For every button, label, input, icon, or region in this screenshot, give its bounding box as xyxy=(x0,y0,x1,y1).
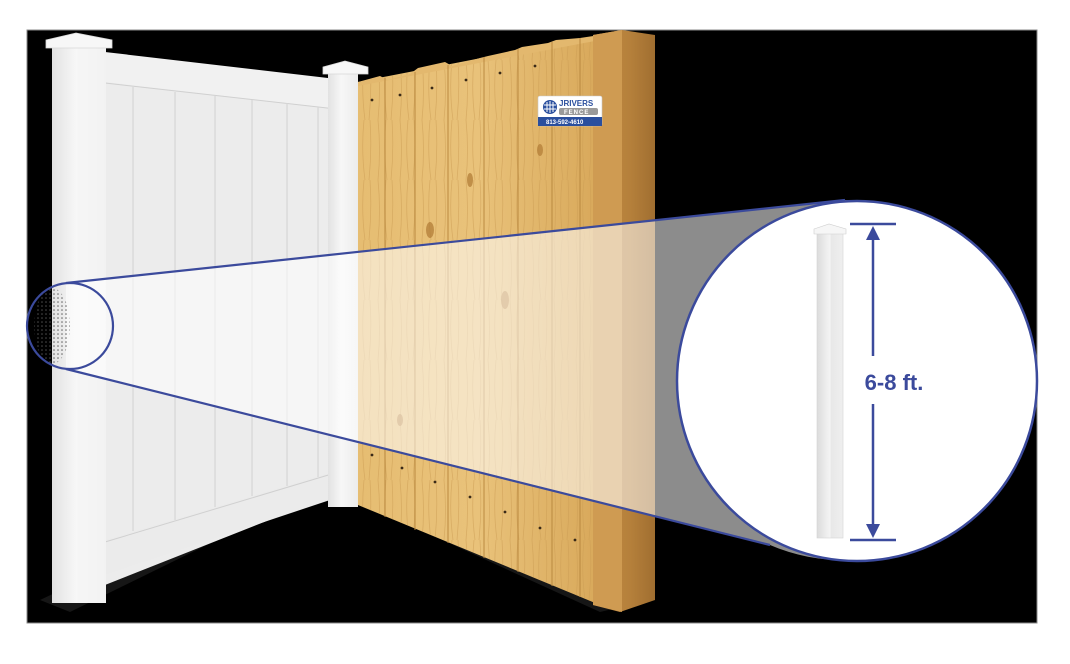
company-sign: JRIVERS FENCE 813-592-4610 xyxy=(537,95,603,127)
sign-brand: JRIVERS xyxy=(559,99,594,108)
zoomed-post xyxy=(813,223,847,539)
cone-edge-bottom xyxy=(65,367,771,547)
focus-circle xyxy=(25,281,115,371)
magnifier-lens-ring xyxy=(675,199,1039,563)
arrow-up-icon xyxy=(866,226,880,240)
magnifier: 6-8 ft. xyxy=(25,198,1039,563)
vinyl-post-cap-right xyxy=(322,60,369,75)
vinyl-post-cap-left xyxy=(45,32,113,49)
sign-phone: 813-592-4610 xyxy=(546,120,584,126)
magnifier-lens xyxy=(677,201,1037,561)
arrow-down-icon xyxy=(866,524,880,538)
focus-area-dots xyxy=(34,288,70,364)
height-dimension xyxy=(850,222,896,542)
sign-brand-sub: FENCE xyxy=(564,110,589,116)
dimension-label: 6-8 ft. xyxy=(865,370,924,395)
cone-edge-top xyxy=(65,198,846,285)
